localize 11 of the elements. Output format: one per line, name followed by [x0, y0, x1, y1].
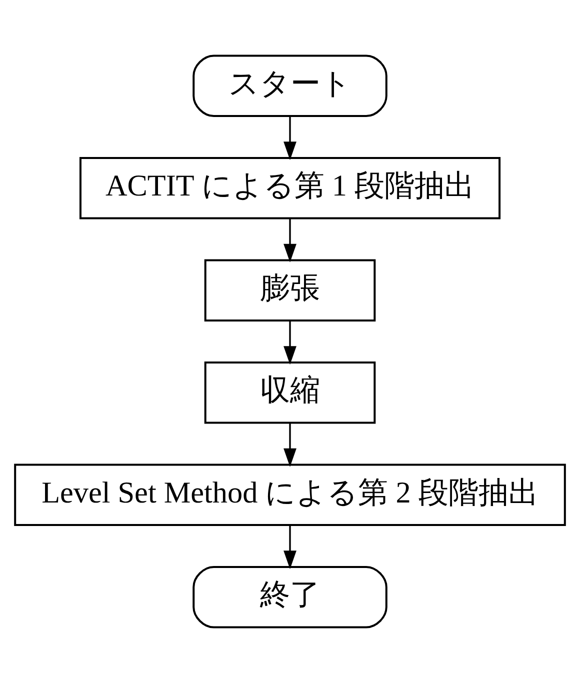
node-box: ACTIT による第 1 段階抽出 [79, 156, 501, 219]
node-box: Level Set Method による第 2 段階抽出 [14, 463, 566, 526]
arrow [284, 320, 296, 364]
node-box: 終了 [192, 565, 388, 628]
node-box: 収縮 [204, 360, 376, 424]
arrow [284, 116, 296, 160]
arrow [284, 422, 296, 466]
arrow [284, 524, 296, 569]
arrow [284, 218, 296, 262]
node-box: スタート [192, 54, 388, 117]
node-box: 膨張 [204, 258, 376, 322]
